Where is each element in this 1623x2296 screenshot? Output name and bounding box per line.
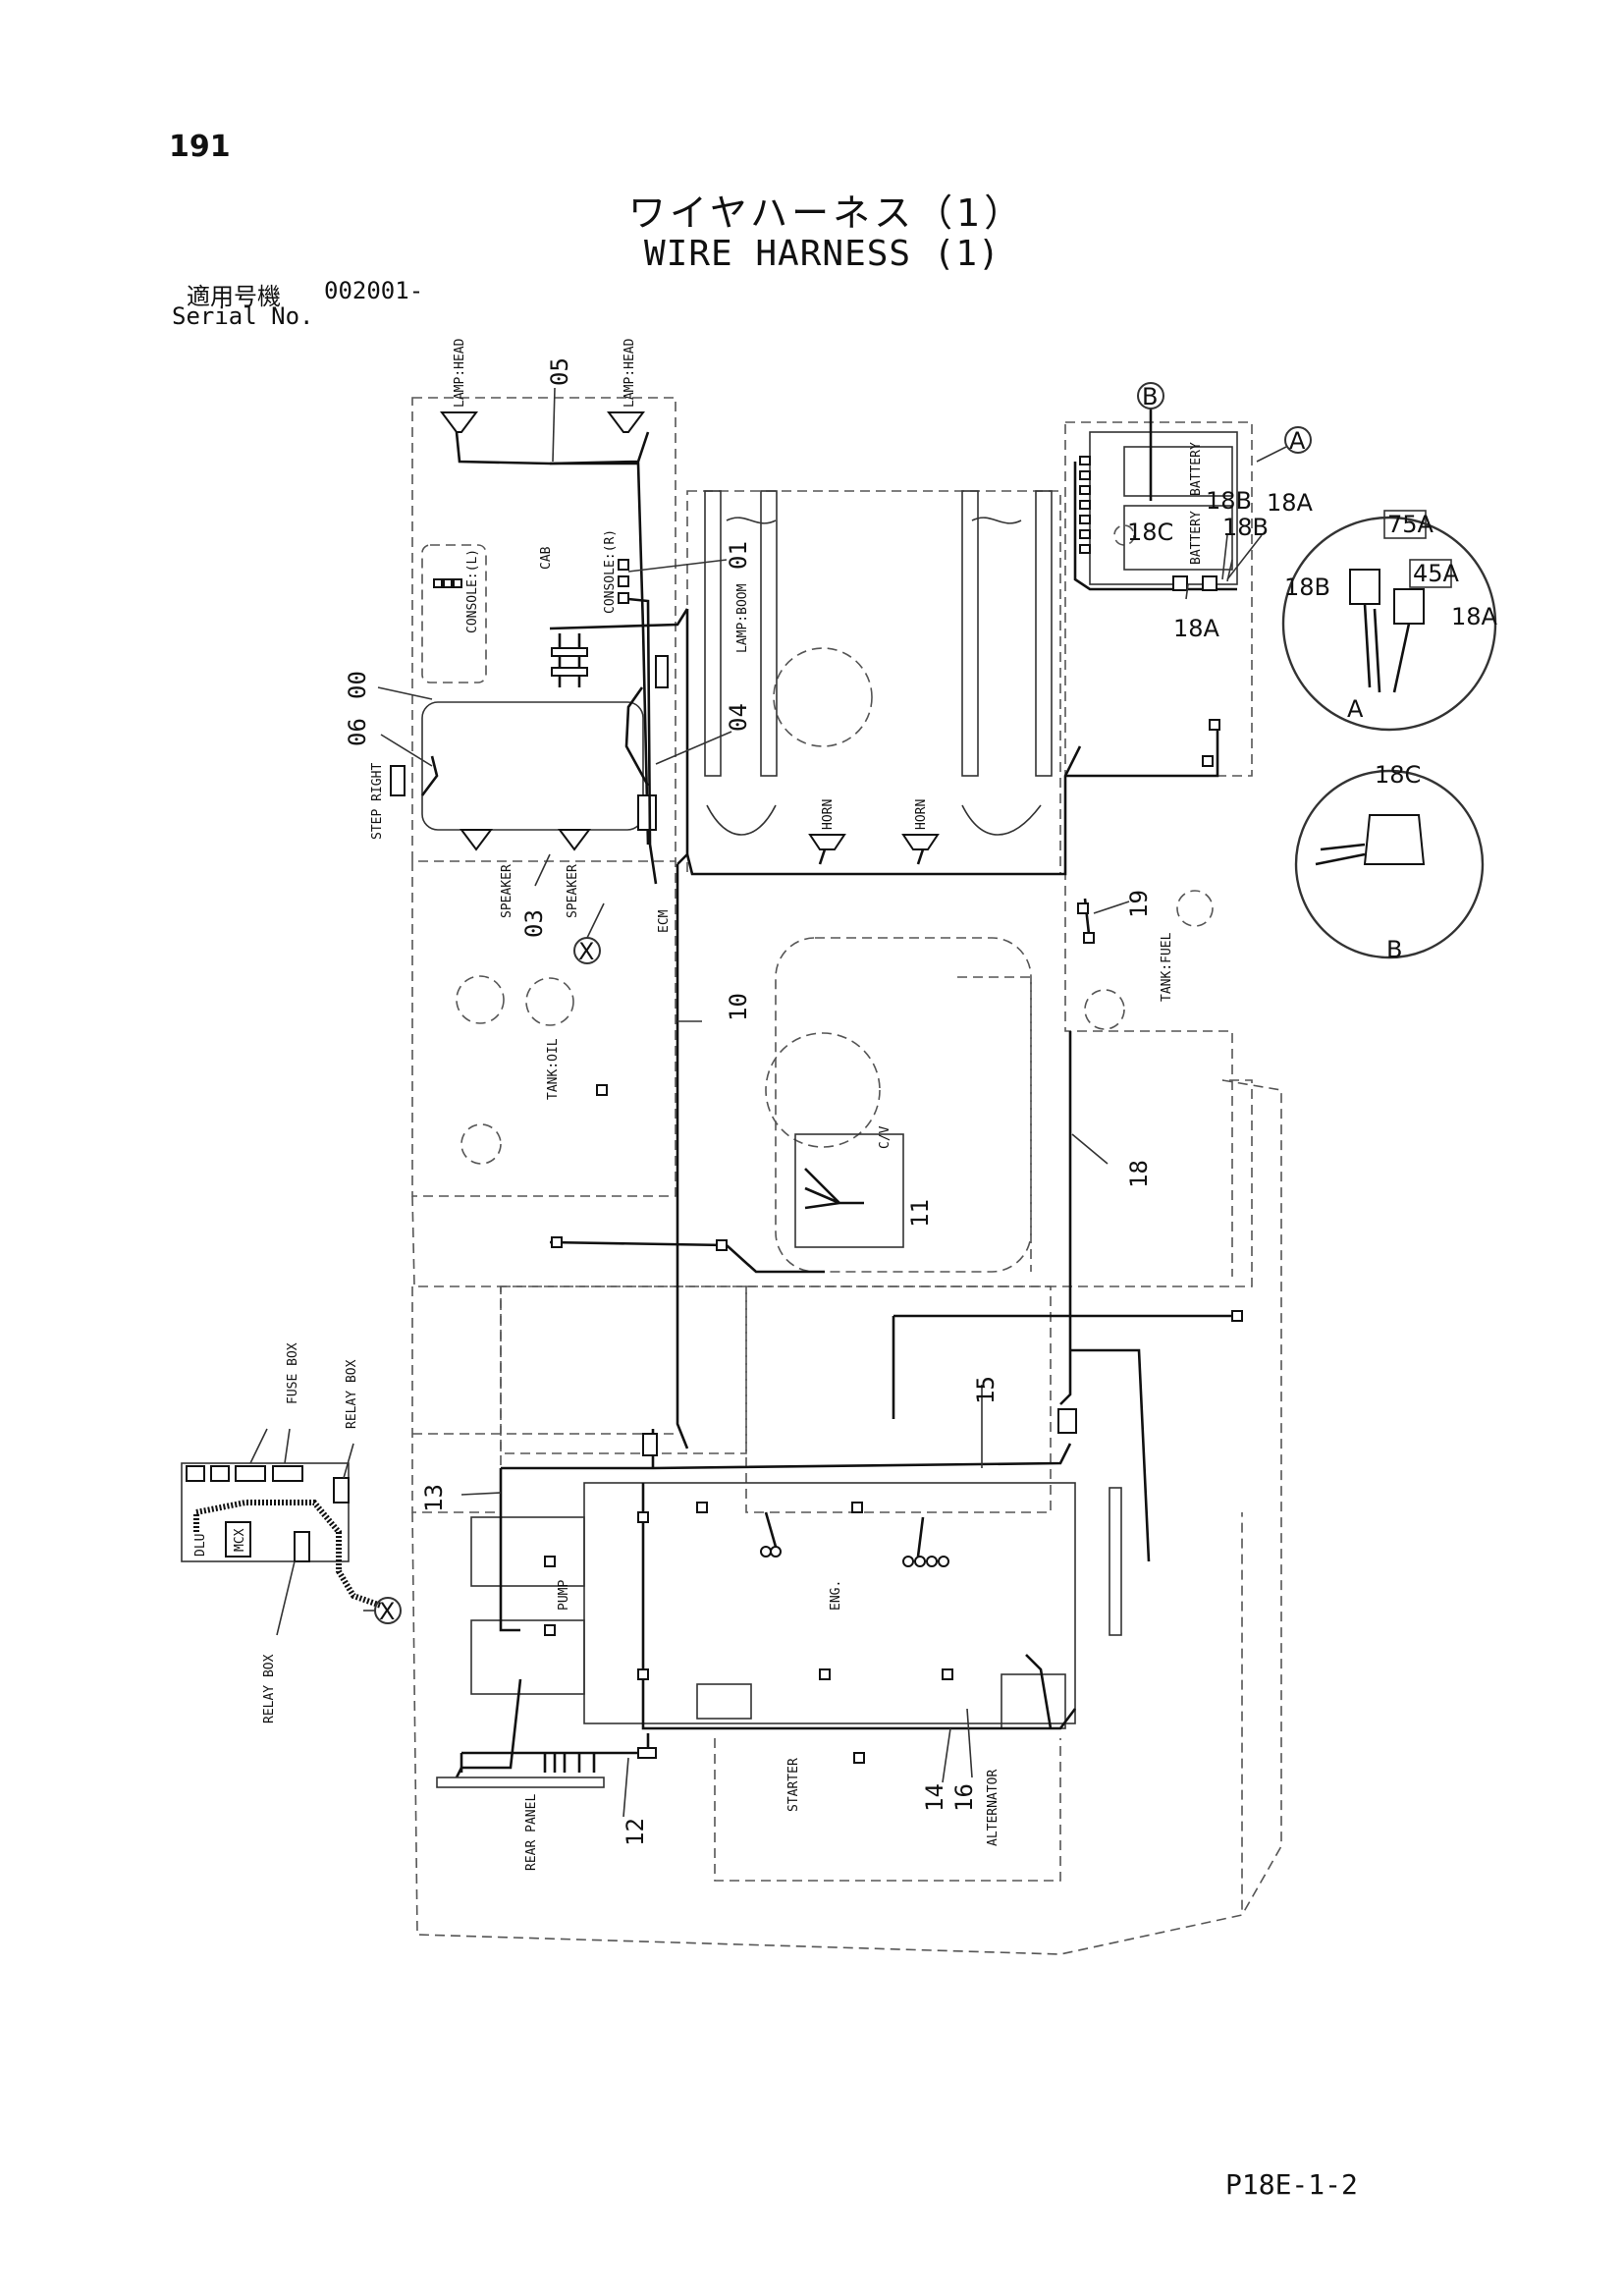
control-valve [549,1084,904,1274]
label-relay-box-top: RELAY BOX [345,1359,359,1429]
detail-a-18a: 18A [1451,603,1498,630]
callout-18b-1: 18B [1206,487,1252,515]
part-05: 05 [546,357,573,386]
label-pump: PUMP [557,1580,571,1611]
part-11: 11 [906,1199,934,1228]
label-cv: C/V [878,1125,893,1149]
callout-x-relay: X [379,1598,395,1625]
horn-harness [685,745,1082,876]
label-fuse-box: FUSE BOX [286,1342,300,1404]
label-lamp-head-2: LAMP:HEAD [622,338,637,408]
callout-b: B [1142,383,1158,410]
label-mcx: MCX [233,1528,247,1552]
label-tank-fuel: TANK:FUEL [1160,932,1174,1002]
part-19: 19 [1125,890,1153,918]
component-labels: LAMP:HEAD LAMP:HEAD CAB CONSOLE:(L) CONS… [193,338,1204,1871]
part-numbers: 00 01 03 04 05 06 10 11 12 13 14 15 16 1… [344,357,1153,1846]
callout-labels: B A X X 18C 18B 18B 18A 18A 75A 45A 18B … [379,383,1498,1625]
label-eng: ENG. [829,1580,843,1611]
leader-lines [377,387,1263,1818]
label-relay-box-bottom: RELAY BOX [262,1654,277,1723]
part-10: 10 [725,993,752,1021]
label-starter: STARTER [786,1758,801,1812]
page-title: WIRE HARNESS (1) [644,234,1001,274]
callout-circles [363,382,1452,1624]
detail-a-letter: A [1347,695,1364,723]
fuse-relay-box [181,1428,383,1636]
label-step-right: STEP RIGHT [370,763,385,840]
label-ecm: ECM [657,909,672,933]
detail-a-45a: 45A [1413,560,1460,587]
part-18: 18 [1125,1160,1153,1188]
engine-area [455,1408,1122,1778]
part-16: 16 [950,1783,978,1812]
label-tank-oil: TANK:OIL [546,1038,561,1100]
cab-area [390,411,689,1449]
serial-label-japanese: 適用号機 [187,283,281,310]
label-cab: CAB [539,546,554,570]
callout-18c: 18C [1127,519,1173,546]
detail-b-letter: B [1386,936,1402,963]
rear-panel [436,1753,605,1788]
part-03: 03 [520,909,548,938]
serial-label: Serial No. [172,302,314,330]
callout-18a-2: 18A [1173,615,1220,642]
label-alternator: ALTERNATOR [986,1770,1001,1846]
page-number: 191 [169,130,231,164]
label-lamp-boom: LAMP:BOOM [735,583,750,653]
label-rear-panel: REAR PANEL [524,1794,539,1871]
detail-a-18b: 18B [1284,574,1330,601]
part-15: 15 [972,1376,1000,1404]
battery-area [1065,408,1238,778]
detail-circles [1281,516,1497,959]
label-battery-2: BATTERY [1189,511,1204,565]
page-code: P18E-1-2 [1225,2168,1358,2201]
detail-a-75a: 75A [1387,511,1434,538]
serial-value: 002001- [324,277,424,304]
part-13: 13 [420,1484,448,1512]
part-00: 00 [344,671,371,699]
label-lamp-head-1: LAMP:HEAD [453,338,467,408]
label-speaker-2: SPEAKER [566,864,580,918]
label-horn-2: HORN [914,799,929,830]
callout-18b-2: 18B [1222,514,1269,541]
part-06: 06 [344,718,371,746]
detail-b-18c: 18C [1375,761,1421,789]
callout-x-cab: X [578,938,594,965]
callout-a: A [1289,427,1306,455]
part-14: 14 [921,1783,948,1812]
part-12: 12 [622,1818,649,1846]
page-title-japanese: ワイヤハーネス（1） [628,191,1026,235]
label-console-l: CONSOLE:(L) [465,549,480,633]
fuel-harness [892,898,1243,1562]
label-horn-1: HORN [821,799,836,830]
label-console-r: CONSOLE:(R) [603,529,618,614]
label-dlu: DLU [193,1534,208,1557]
label-speaker-1: SPEAKER [500,864,514,918]
label-battery-1: BATTERY [1189,442,1204,496]
part-04: 04 [725,703,752,732]
part-01: 01 [725,541,752,570]
callout-18a-1: 18A [1267,489,1314,517]
